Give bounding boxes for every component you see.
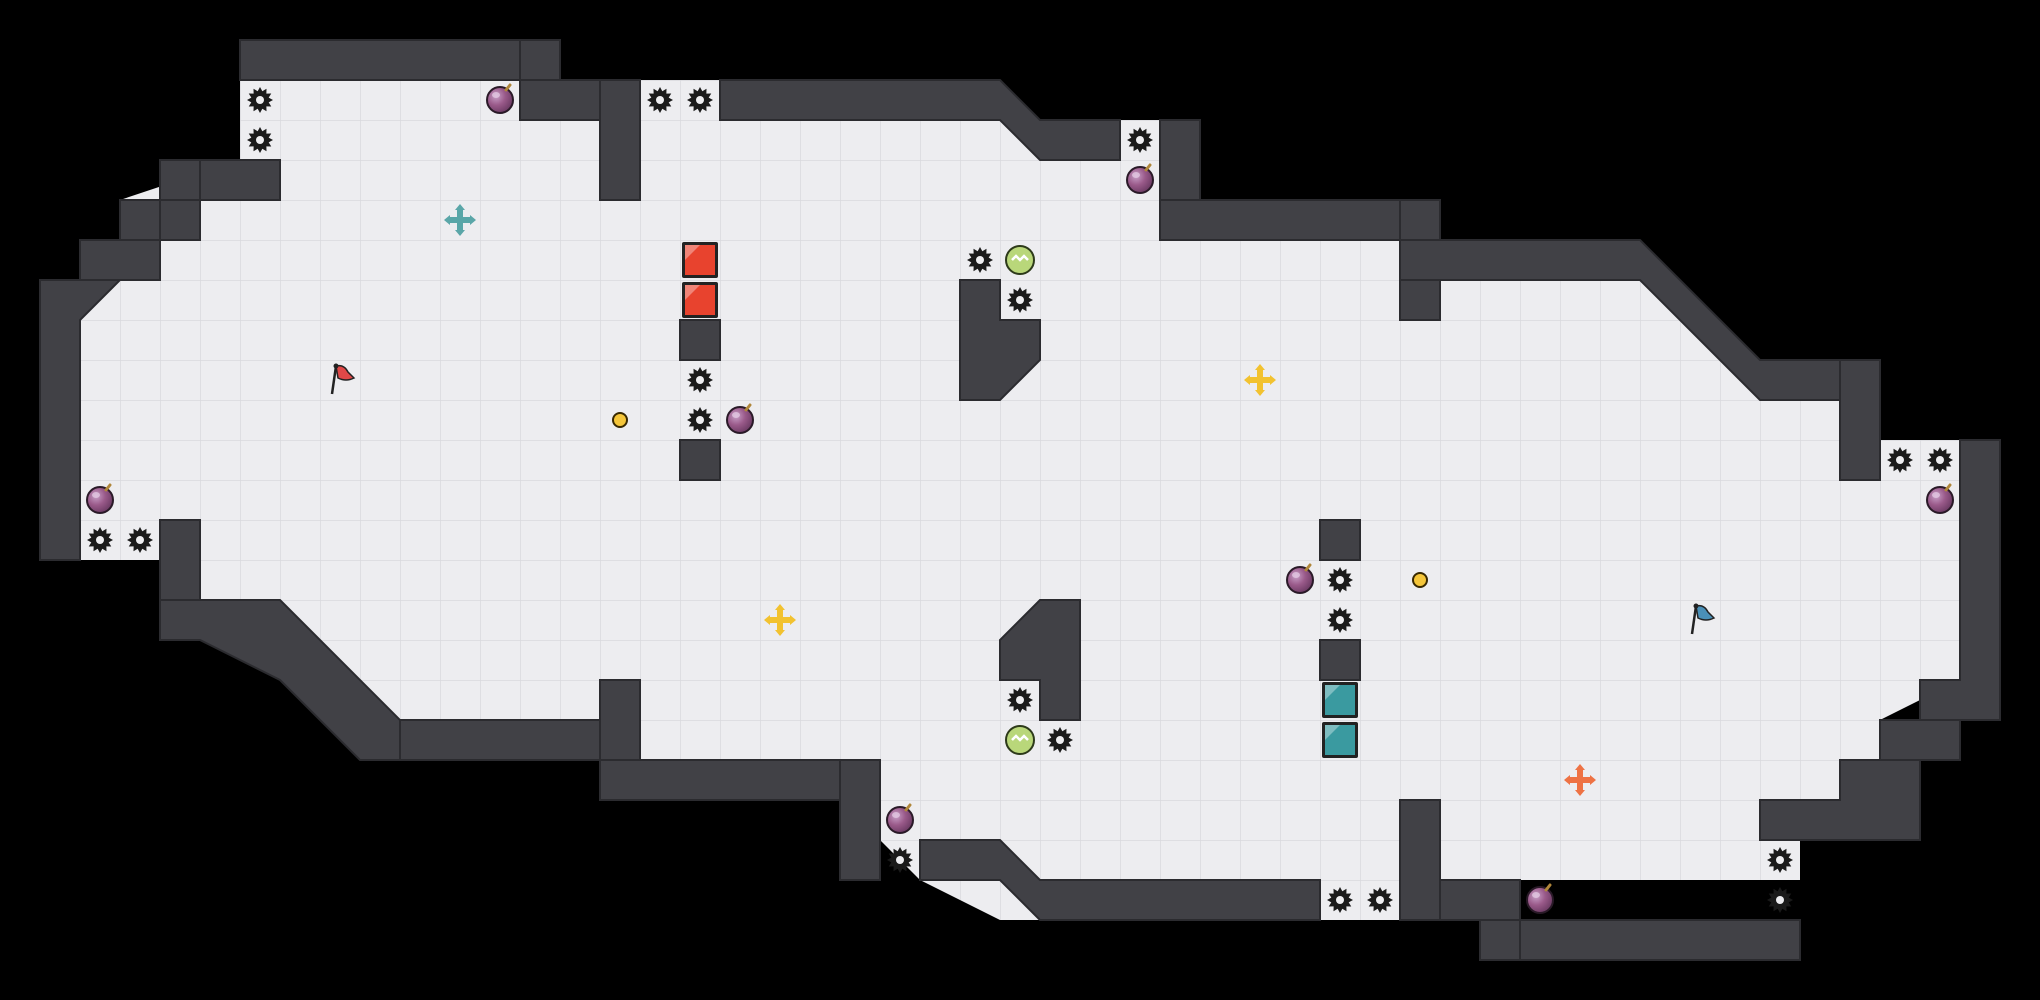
spike-saw-icon (1127, 127, 1153, 153)
bomb-icon (1286, 563, 1314, 594)
bomb-icon (86, 483, 114, 514)
wall-segment (1759, 759, 1921, 841)
bomb-icon (1126, 163, 1154, 194)
spike-saw-icon (1007, 687, 1033, 713)
wall-segment (239, 39, 561, 81)
move-cross-icon (764, 604, 796, 636)
move-cross-icon (1564, 764, 1596, 796)
wall-block (1319, 639, 1361, 681)
spike-saw-icon (687, 407, 713, 433)
crate-block-icon (1322, 682, 1358, 718)
walls (39, 39, 2001, 961)
wall-pillar (999, 599, 1081, 721)
coin-icon (1412, 572, 1428, 588)
spike-saw-icon (87, 527, 113, 553)
wall-pillar (959, 279, 1041, 401)
spike-saw-icon (1767, 847, 1793, 873)
bomb-icon (486, 83, 514, 114)
wall-segment (719, 79, 1121, 161)
spike-saw-icon (967, 247, 993, 273)
spike-saw-icon (1327, 887, 1353, 913)
spike-saw-icon (887, 847, 913, 873)
bomb-icon (726, 403, 754, 434)
wall-segment (839, 759, 881, 881)
wall-block (679, 439, 721, 481)
wall-segment (1839, 359, 1881, 481)
wall-segment (1159, 199, 1441, 241)
wall-segment (1479, 919, 1801, 961)
spike-saw-icon (1327, 607, 1353, 633)
flag-icon (1690, 603, 1716, 635)
spike-saw-icon (687, 367, 713, 393)
spike-saw-icon (1927, 447, 1953, 473)
crate-block-icon (1322, 722, 1358, 758)
spike-saw-icon (247, 127, 273, 153)
crate-block-icon (682, 242, 718, 278)
spike-saw-icon (1007, 287, 1033, 313)
floor (80, 80, 1960, 920)
spike-saw-icon (1327, 567, 1353, 593)
wall-segment (79, 239, 161, 281)
spring-switch-icon (1005, 725, 1035, 755)
wall-segment (159, 599, 401, 761)
spike-saw-icon (247, 87, 273, 113)
spike-saw-icon (1767, 887, 1793, 913)
crate-block-icon (682, 282, 718, 318)
spike-saw-icon (1047, 727, 1073, 753)
wall-block (1319, 519, 1361, 561)
spike-saw-icon (127, 527, 153, 553)
wall-segment (39, 279, 123, 561)
spike-saw-icon (1887, 447, 1913, 473)
flag-icon (330, 363, 356, 395)
wall-block (679, 319, 721, 361)
wall-segment (599, 79, 641, 201)
wall-segment (599, 759, 881, 801)
coin-icon (612, 412, 628, 428)
spike-saw-icon (1367, 887, 1393, 913)
bomb-icon (1526, 883, 1554, 914)
spring-switch-icon (1005, 245, 1035, 275)
spike-saw-icon (647, 87, 673, 113)
move-cross-icon (1244, 364, 1276, 396)
wall-segment (1399, 799, 1441, 921)
wall-segment (919, 839, 1321, 921)
entities-layer (86, 83, 1954, 914)
bomb-icon (886, 803, 914, 834)
bomb-icon (1926, 483, 1954, 514)
move-cross-icon (444, 204, 476, 236)
spike-saw-icon (687, 87, 713, 113)
